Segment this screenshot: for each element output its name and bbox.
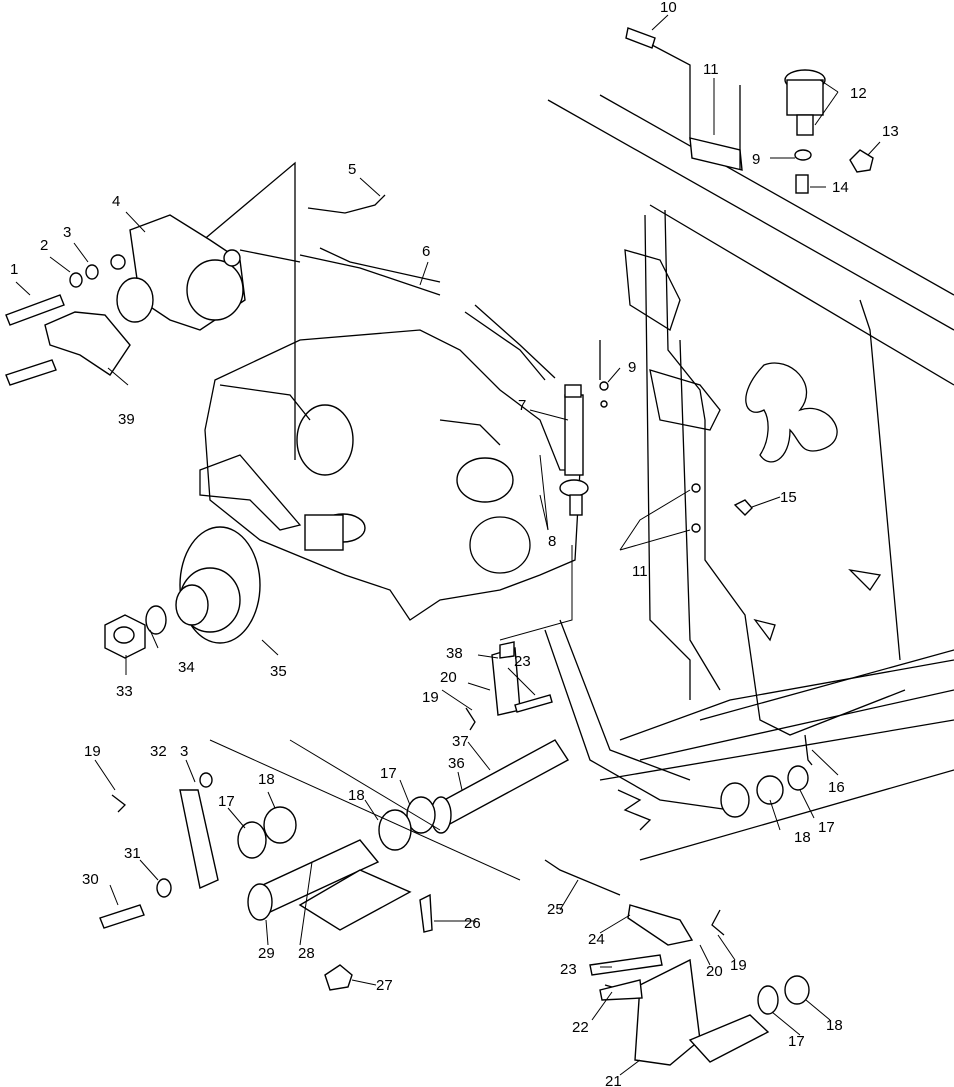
callout-19: 19 bbox=[84, 743, 101, 760]
callout-36: 36 bbox=[448, 755, 465, 772]
callout-39: 39 bbox=[118, 411, 135, 428]
transmission-housing bbox=[199, 329, 581, 621]
callout-37: 37 bbox=[452, 733, 469, 750]
brake-disc bbox=[175, 526, 261, 644]
callout-29: 29 bbox=[258, 945, 275, 962]
callout-3: 3 bbox=[63, 224, 71, 241]
lower-shaft-assembly bbox=[99, 739, 809, 991]
callout-9: 9 bbox=[628, 359, 636, 376]
callout-12: 12 bbox=[850, 85, 867, 102]
callout-22: 22 bbox=[572, 1019, 589, 1036]
callout-17: 17 bbox=[788, 1033, 805, 1050]
callout-13: 13 bbox=[882, 123, 899, 140]
master-cylinder bbox=[559, 340, 609, 516]
caliper-bolts bbox=[5, 264, 99, 386]
callout-6: 6 bbox=[422, 243, 430, 260]
vehicle-frame bbox=[544, 94, 954, 861]
brake-hose bbox=[239, 194, 556, 381]
frame-hole bbox=[691, 483, 701, 493]
callout-17: 17 bbox=[218, 793, 235, 810]
clip bbox=[804, 734, 813, 766]
brake-caliper bbox=[44, 161, 296, 460]
callout-labels: 1 2 3 3 4 5 6 7 8 9 9 10 11 11 12 13 14 … bbox=[10, 0, 899, 1087]
callout-20: 20 bbox=[706, 963, 723, 980]
callout-26: 26 bbox=[464, 915, 481, 932]
callout-11: 11 bbox=[703, 61, 719, 78]
callout-18: 18 bbox=[794, 829, 811, 846]
callout-34: 34 bbox=[178, 659, 195, 676]
callout-23: 23 bbox=[560, 961, 577, 978]
callout-19: 19 bbox=[730, 957, 747, 974]
callout-5: 5 bbox=[348, 161, 356, 178]
callout-23: 23 bbox=[514, 653, 531, 670]
callout-35: 35 bbox=[270, 663, 287, 680]
callout-20: 20 bbox=[440, 669, 457, 686]
callout-31: 31 bbox=[124, 845, 141, 862]
callout-18: 18 bbox=[348, 787, 365, 804]
callout-1: 1 bbox=[10, 261, 18, 278]
callout-11: 11 bbox=[632, 563, 648, 580]
frame-hole bbox=[691, 523, 701, 533]
callout-17: 17 bbox=[818, 819, 835, 836]
callout-3: 3 bbox=[180, 743, 188, 760]
callout-8: 8 bbox=[548, 533, 556, 550]
pedal-linkage bbox=[111, 641, 810, 1066]
callout-16: 16 bbox=[828, 779, 845, 796]
callout-10: 10 bbox=[660, 0, 677, 16]
callout-19: 19 bbox=[422, 689, 439, 706]
callout-24: 24 bbox=[588, 931, 605, 948]
callout-7: 7 bbox=[518, 397, 526, 414]
reservoir-assembly bbox=[625, 27, 874, 516]
callout-33: 33 bbox=[116, 683, 133, 700]
callout-32: 32 bbox=[150, 743, 167, 760]
callout-18: 18 bbox=[258, 771, 275, 788]
callout-9: 9 bbox=[752, 151, 760, 168]
callout-18: 18 bbox=[826, 1017, 843, 1034]
callout-17: 17 bbox=[380, 765, 397, 782]
callout-38: 38 bbox=[446, 645, 463, 662]
callout-28: 28 bbox=[298, 945, 315, 962]
callout-15: 15 bbox=[780, 489, 797, 506]
callout-14: 14 bbox=[832, 179, 849, 196]
nut-and-washer bbox=[104, 605, 167, 659]
callout-4: 4 bbox=[112, 193, 120, 210]
callout-2: 2 bbox=[40, 237, 48, 254]
leader-lines bbox=[15, 14, 881, 1076]
callout-21: 21 bbox=[605, 1073, 622, 1087]
callout-25: 25 bbox=[547, 901, 564, 918]
callout-27: 27 bbox=[376, 977, 393, 994]
callout-30: 30 bbox=[82, 871, 99, 888]
